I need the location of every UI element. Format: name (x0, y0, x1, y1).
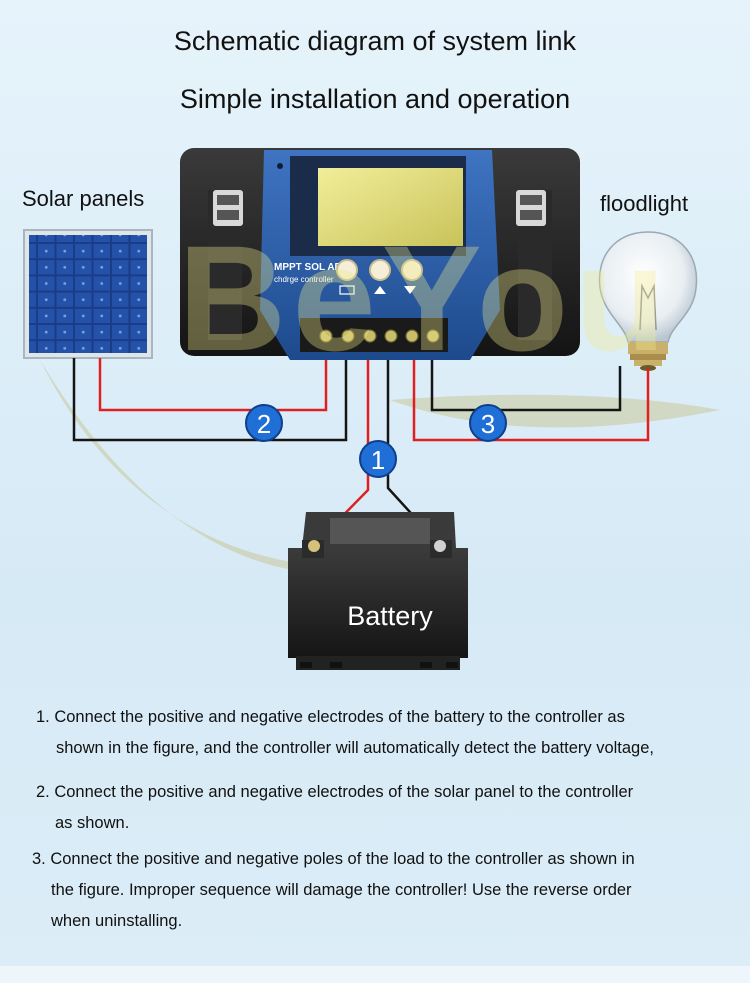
svg-text:2: 2 (257, 409, 271, 439)
controller-model-line2: chdrge controller (274, 275, 334, 284)
charge-controller: MPPT SOL AR chdrge controller (180, 148, 580, 360)
step-line: 1. Connect the positive and negative ele… (36, 708, 625, 726)
solar-panel (23, 229, 153, 359)
step-line: the figure. Improper sequence will damag… (51, 881, 632, 899)
load-wires (412, 355, 650, 442)
instruction-step-3: 3. Connect the positive and negative pol… (32, 844, 635, 937)
system-diagram: MPPT SOL AR chdrge controller BeYou (23, 148, 720, 670)
bottom-strip (0, 966, 750, 983)
marker-2: 2 (245, 404, 283, 442)
battery-label: Battery (347, 601, 433, 631)
watermark-text: BeYou (178, 214, 672, 382)
solar-panels-label: Solar panels (22, 186, 145, 211)
step-line: as shown. (55, 814, 130, 832)
button-left[interactable] (336, 259, 358, 281)
battery-icon (339, 285, 355, 295)
marker-3: 3 (469, 404, 507, 442)
floodlight-label: floodlight (600, 191, 689, 216)
floodlight-bulb (598, 231, 698, 371)
page-title: Schematic diagram of system link (173, 26, 577, 56)
battery-image (288, 512, 468, 670)
battery-positive-terminal (308, 540, 320, 552)
battery-negative-terminal (434, 540, 446, 552)
step-line: when uninstalling. (51, 912, 183, 930)
button-middle[interactable] (369, 259, 391, 281)
step-line: 3. Connect the positive and negative pol… (32, 850, 635, 868)
svg-text:1: 1 (371, 445, 385, 475)
terminal-screws (319, 329, 440, 343)
lcd-screen (318, 168, 463, 246)
page-subtitle: Simple installation and operation (179, 84, 571, 114)
marker-1: 1 (359, 440, 397, 478)
svg-text:3: 3 (481, 409, 495, 439)
step-line: 2. Connect the positive and negative ele… (36, 783, 634, 801)
button-right[interactable] (401, 259, 423, 281)
up-arrow-icon (374, 286, 386, 294)
instruction-step-2: 2. Connect the positive and negative ele… (36, 777, 633, 839)
step-line: shown in the figure, and the controller … (56, 739, 654, 757)
down-arrow-icon (404, 286, 416, 294)
controller-model-line1: MPPT SOL AR (274, 262, 343, 273)
solar-wires (72, 355, 348, 442)
instruction-step-1: 1. Connect the positive and negative ele… (36, 702, 654, 764)
